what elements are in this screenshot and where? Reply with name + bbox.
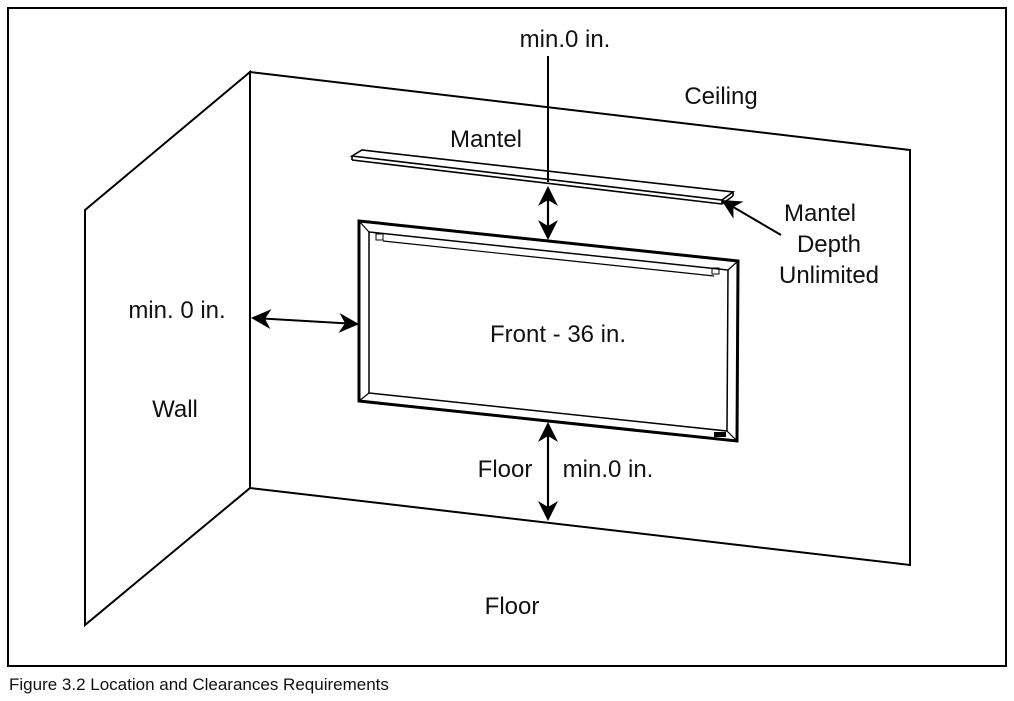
- mantel-depth-leader: [721, 199, 782, 236]
- mantel-depth-label-line3: Unlimited: [779, 262, 879, 289]
- floor-clearance-value: min.0 in.: [563, 456, 654, 483]
- ceiling-label: Ceiling: [684, 83, 757, 110]
- wall-label: Wall: [152, 396, 198, 423]
- figure-frame: [7, 7, 1007, 667]
- top-clearance-label: min.0 in.: [520, 26, 611, 53]
- figure-caption: Figure 3.2 Location and Clearances Requi…: [9, 675, 389, 694]
- mantel-depth-label-line1: Mantel: [784, 200, 856, 227]
- back-wall: [249, 70, 911, 567]
- mantel-depth-label-line2: Depth: [797, 231, 861, 258]
- side-clearance-arrow: [251, 309, 359, 333]
- mantel-label: Mantel: [450, 126, 522, 153]
- floor-clearance-label: Floor: [478, 456, 533, 483]
- mantel-shelf: [349, 149, 736, 205]
- side-wall: [84, 69, 251, 628]
- fireplace-unit: [357, 219, 740, 443]
- front-clearance-label: Front - 36 in.: [490, 321, 626, 348]
- side-clearance-label: min. 0 in.: [128, 297, 225, 324]
- floor-label: Floor: [485, 593, 540, 620]
